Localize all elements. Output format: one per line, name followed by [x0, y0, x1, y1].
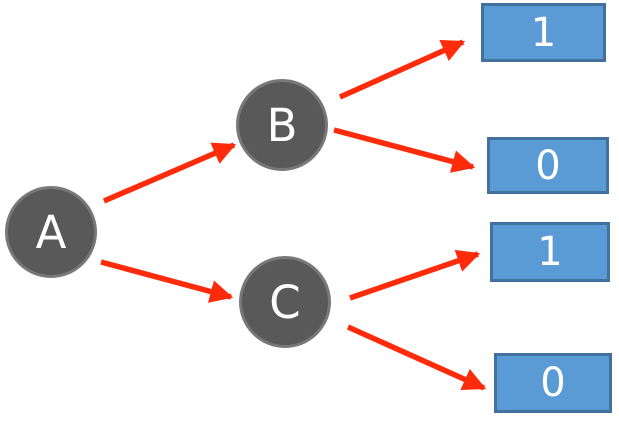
leaf-box-2-value: 0 [535, 142, 561, 189]
node-b: B [236, 79, 328, 171]
edge-b-leaf1-arrow [338, 39, 466, 100]
edge-c-leaf3-arrow [349, 249, 481, 301]
leaf-box-3: 1 [490, 222, 610, 282]
leaf-box-3-value: 1 [537, 229, 563, 275]
leaf-box-1-value: 1 [530, 9, 557, 56]
leaf-box-4-value: 0 [540, 360, 566, 406]
edge-c-leaf4-arrow [346, 324, 487, 391]
edge-a-c-arrow [100, 259, 234, 303]
leaf-box-4: 0 [494, 353, 612, 413]
leaf-box-2: 0 [487, 137, 609, 194]
node-c: C [239, 256, 331, 348]
node-b-label: B [266, 98, 298, 152]
node-a-label: A [35, 205, 67, 259]
leaf-box-1: 1 [481, 3, 606, 62]
node-c-label: C [269, 275, 301, 329]
edge-a-b-arrow [102, 142, 237, 204]
node-a: A [5, 186, 97, 278]
edge-b-leaf2-arrow [333, 127, 476, 173]
